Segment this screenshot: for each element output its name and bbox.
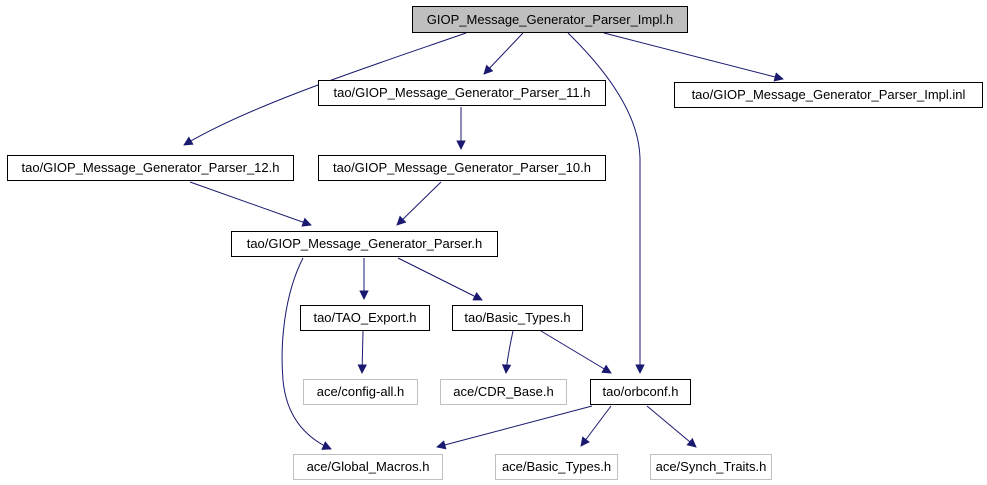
node-ace-config-all-h: ace/config-all.h — [303, 379, 418, 405]
node-tao-giop-message-generator-parser-impl-inl[interactable]: tao/GIOP_Message_Generator_Parser_Impl.i… — [674, 82, 983, 108]
edge-parser12-to-parser — [189, 181, 312, 227]
node-ace-basic-types-h: ace/Basic_Types.h — [495, 454, 618, 480]
node-ace-synch-traits-h: ace/Synch_Traits.h — [650, 454, 772, 480]
node-ace-cdr-base-h: ace/CDR_Base.h — [440, 379, 567, 405]
edge-orbconf-to-acebasictypes — [580, 405, 612, 447]
node-giop-message-generator-parser-impl-h: GIOP_Message_Generator_Parser_Impl.h — [412, 6, 688, 33]
node-tao-giop-message-generator-parser-11-h[interactable]: tao/GIOP_Message_Generator_Parser_11.h — [318, 80, 606, 106]
edge-taobasictypes-to-orbconf — [540, 330, 612, 374]
edge-implh-to-orbconf — [567, 32, 645, 374]
edge-taobasictypes-to-cdrbase — [501, 330, 514, 374]
node-tao-orbconf-h[interactable]: tao/orbconf.h — [590, 379, 691, 405]
edge-taoexport-to-configall — [357, 330, 367, 374]
edge-implh-to-implinl — [603, 32, 784, 82]
edge-implh-to-parser11 — [483, 32, 524, 75]
node-tao-basic-types-h[interactable]: tao/Basic_Types.h — [452, 305, 583, 331]
edge-orbconf-to-synchtraits — [646, 405, 697, 448]
edge-orbconf-to-globalmacros — [436, 405, 593, 450]
node-tao-giop-message-generator-parser-10-h[interactable]: tao/GIOP_Message_Generator_Parser_10.h — [318, 155, 606, 181]
edge-parser10-to-parser — [396, 181, 442, 226]
node-tao-giop-message-generator-parser-12-h[interactable]: tao/GIOP_Message_Generator_Parser_12.h — [7, 155, 294, 181]
node-tao-giop-message-generator-parser-h[interactable]: tao/GIOP_Message_Generator_Parser.h — [231, 231, 498, 257]
node-ace-global-macros-h: ace/Global_Macros.h — [293, 454, 443, 480]
edge-parser-to-taobasictypes — [397, 257, 483, 301]
node-tao-tao-export-h[interactable]: tao/TAO_Export.h — [300, 305, 430, 331]
edge-parser-to-globalmacros — [281, 257, 332, 450]
